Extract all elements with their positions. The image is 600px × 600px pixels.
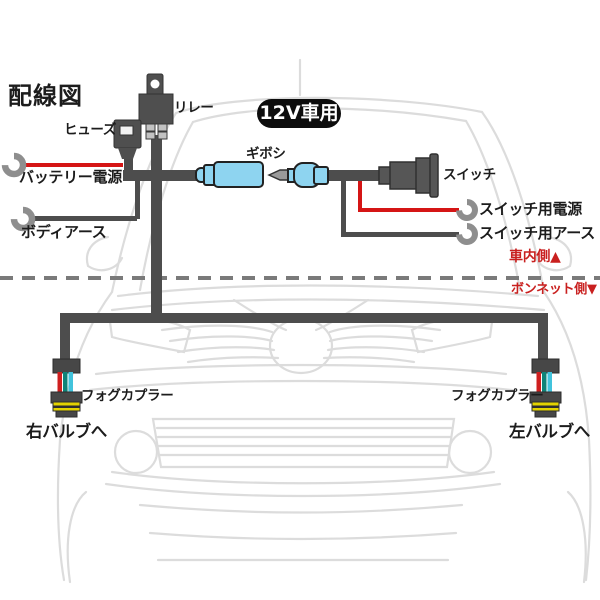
battery-terminal-icon: [1, 152, 27, 178]
switch-ground-label: スイッチ用アース: [479, 224, 595, 242]
fuse-label: ヒューズ: [64, 122, 117, 138]
switch-side-wire: [325, 170, 385, 181]
clamp-terminals: [1, 152, 478, 245]
harness-wires: [20, 135, 548, 362]
switch-power-terminal-icon: [456, 199, 478, 221]
switch-label: スイッチ: [443, 167, 496, 183]
fog-coupler-right-bulb: [50, 358, 83, 418]
switch-component: [378, 153, 439, 198]
cabin-side-label: 車内側▲: [509, 249, 561, 265]
voltage-badge: 12V車用: [257, 99, 341, 128]
relay-down-wire: [151, 135, 162, 323]
fog-left-leg-wire: [60, 313, 70, 362]
bonnet-side-label: ボンネット側▼: [511, 282, 597, 297]
giboshi-female-connector: [195, 161, 264, 188]
body-ground-label: ボディアース: [21, 223, 107, 241]
body-ground-terminal-icon: [10, 206, 36, 232]
switch-power-label: スイッチ用電源: [479, 200, 582, 218]
to-left-bulb-label: 左バルブへ: [509, 422, 591, 441]
fog-right-leg-wire: [538, 313, 548, 362]
relay-label: リレー: [174, 100, 214, 116]
battery-power-wire: [20, 163, 123, 167]
giboshi-male-connector: [267, 162, 329, 188]
body-ground-wire-h: [32, 216, 137, 221]
giboshi-label: ギボシ: [246, 146, 286, 162]
page-title: 配線図: [8, 82, 83, 110]
fog-coupler-label-left-bulb: フォグカプラー: [451, 388, 544, 404]
fuse-window: [119, 125, 134, 136]
fuse-lead-wire: [124, 150, 133, 172]
fuse-component: [113, 119, 142, 159]
switch-ground-wire-v: [341, 181, 346, 235]
battery-power-label: バッテリー電源: [19, 168, 122, 186]
relay-component: [138, 73, 174, 140]
fog-bar-wire: [60, 313, 548, 323]
relay-mount-hole: [150, 79, 160, 89]
fog-coupler-label-right-bulb: フォグカプラー: [81, 388, 174, 404]
switch-ground-wire-h: [341, 232, 459, 237]
giboshi-pin: [267, 169, 290, 181]
body-ground-wire-v: [135, 181, 140, 219]
switch-power-wire-v: [358, 181, 362, 211]
switch-ground-terminal-icon: [456, 223, 478, 245]
switch-power-wire-h: [358, 208, 459, 212]
to-right-bulb-label: 右バルブへ: [26, 422, 108, 441]
